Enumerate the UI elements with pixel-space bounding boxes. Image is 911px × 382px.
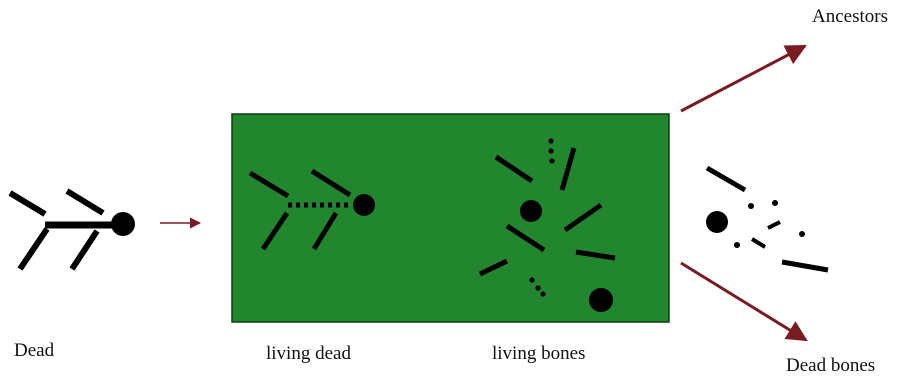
- dead-figure-leg-right: [72, 231, 97, 269]
- dead-bone-2: [768, 222, 780, 228]
- dead-bone-4: [782, 262, 828, 270]
- bone-fragment: [548, 148, 553, 153]
- skull-2: [589, 288, 613, 312]
- dead-bone-3: [752, 239, 765, 247]
- dead-figure-leg-left: [20, 229, 47, 269]
- dead-bone-fragment: [748, 203, 754, 209]
- dead-figure-head: [111, 212, 135, 236]
- bone-fragment: [529, 277, 534, 282]
- bone-fragment: [549, 158, 554, 163]
- label-dead-bones: Dead bones: [786, 355, 875, 377]
- dead-figure: [10, 191, 135, 269]
- dead-bones-group: [706, 168, 828, 270]
- dead-bone-fragment: [772, 200, 778, 206]
- arrow-to-dead-bones: [681, 263, 806, 340]
- skull-1: [520, 200, 542, 222]
- bone-fragment: [548, 138, 553, 143]
- label-ancestors: Ancestors: [812, 6, 888, 28]
- bone-fragment: [535, 285, 540, 290]
- label-living-bones: living bones: [492, 343, 585, 365]
- dead-skull: [706, 211, 728, 233]
- living-dead-head: [353, 194, 375, 216]
- dead-bone-fragment: [734, 242, 740, 248]
- label-living-dead: living dead: [266, 343, 351, 365]
- dead-bone-1: [707, 168, 745, 190]
- dead-figure-arm-upper-right: [67, 191, 103, 213]
- dead-figure-arm-upper-left: [10, 193, 45, 214]
- bone-fragment: [540, 291, 545, 296]
- arrow-to-ancestors: [681, 46, 805, 111]
- dead-bone-fragment: [799, 231, 805, 237]
- label-dead: Dead: [14, 340, 54, 362]
